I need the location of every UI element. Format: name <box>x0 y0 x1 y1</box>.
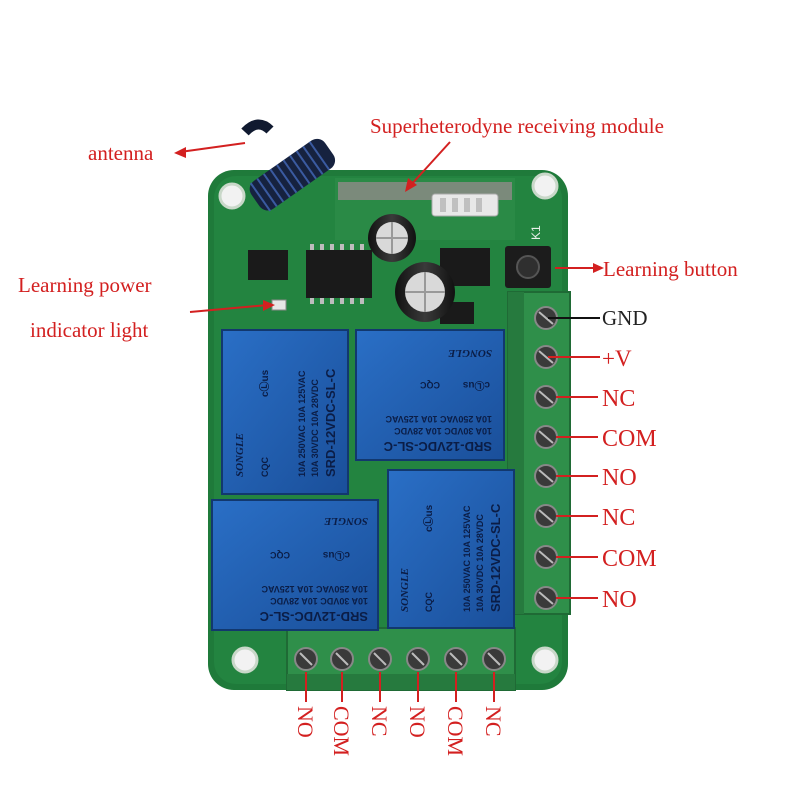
svg-text:cⓁus: cⓁus <box>322 549 350 562</box>
svg-text:10A 30VDC 10A 28VDC: 10A 30VDC 10A 28VDC <box>270 596 368 606</box>
arrowhead-learning-power <box>263 300 275 311</box>
right-terminal-label-6: NO <box>602 587 637 613</box>
bottom-screws <box>294 647 506 671</box>
bottom-terminal-label-6: NC <box>481 706 506 737</box>
screw-slot <box>373 652 387 666</box>
receiver-module <box>335 178 515 240</box>
svg-text:CQC: CQC <box>270 550 291 560</box>
screw-slot <box>487 652 501 666</box>
antenna-coil <box>241 119 336 212</box>
svg-text:10A 30VDC 10A 28VDC: 10A 30VDC 10A 28VDC <box>394 426 492 436</box>
svg-text:SRD-12VDC-SL-C: SRD-12VDC-SL-C <box>323 368 338 477</box>
relay-top-left: SRD-12VDC-SL-C 10A 30VDC 10A 28VDC 10A 2… <box>221 329 349 495</box>
svg-text:SONGLE: SONGLE <box>448 347 492 359</box>
svg-text:SRD-12VDC-SL-C: SRD-12VDC-SL-C <box>259 609 368 624</box>
bottom-terminal-label-3: NC <box>367 706 392 737</box>
silk-k1: K1 <box>529 225 543 240</box>
right-terminal-label-2: COM <box>602 426 657 452</box>
svg-text:SRD-12VDC-SL-C: SRD-12VDC-SL-C <box>383 439 492 454</box>
right-screws <box>534 306 558 610</box>
arrowhead-module <box>405 178 417 192</box>
arrowhead-antenna <box>174 147 186 158</box>
screw-slot <box>538 591 554 605</box>
screw-slot <box>299 652 313 666</box>
arrow-module <box>409 141 451 187</box>
svg-text:10A 30VDC 10A 28VDC: 10A 30VDC 10A 28VDC <box>475 514 485 612</box>
learning-button <box>505 246 551 288</box>
bottom-terminal-block <box>286 627 516 691</box>
arrow-antenna <box>179 142 246 153</box>
svg-text:SONGLE: SONGLE <box>234 433 246 477</box>
svg-text:cⓁus: cⓁus <box>462 379 490 392</box>
svg-text:cⓁus: cⓁus <box>422 504 435 532</box>
screw-slot <box>335 652 349 666</box>
right-terminal-label-1: NC <box>602 386 635 412</box>
screw-slot <box>449 652 463 666</box>
label-antenna: antenna <box>88 141 154 165</box>
screw-slot <box>538 390 554 404</box>
label-learning-power-2: indicator light <box>30 318 149 342</box>
screw-slot <box>538 350 554 364</box>
bottom-terminal-label-1: NO <box>293 706 318 738</box>
right-terminal-label-3: NO <box>602 465 637 491</box>
mounting-holes <box>218 172 559 674</box>
relay-top-right: SRD-12VDC-SL-C 10A 30VDC 10A 28VDC 10A 2… <box>355 329 505 461</box>
right-terminal-label-5: COM <box>602 546 657 572</box>
svg-text:CQC: CQC <box>260 457 270 478</box>
svg-text:10A 250VAC 10A 125VAC: 10A 250VAC 10A 125VAC <box>462 505 472 612</box>
screw-slot <box>538 509 554 523</box>
label-gnd: GND <box>602 306 648 330</box>
capacitors <box>368 214 455 322</box>
svg-text:10A 250VAC 10A 125VAC: 10A 250VAC 10A 125VAC <box>261 584 368 594</box>
relay-bottom-right: SRD-12VDC-SL-C 10A 30VDC 10A 28VDC 10A 2… <box>387 469 515 629</box>
bottom-terminal-labels: NO COM NC NO COM NC <box>293 672 506 756</box>
svg-text:SONGLE: SONGLE <box>399 568 411 612</box>
relay-bottom-left: SRD-12VDC-SL-C 10A 30VDC 10A 28VDC 10A 2… <box>211 499 379 631</box>
label-vplus: +V <box>602 346 632 371</box>
bottom-terminal-label-2: COM <box>329 706 354 756</box>
svg-text:cⓁus: cⓁus <box>258 369 271 397</box>
label-learning-button: Learning button <box>603 257 738 281</box>
label-module: Superheterodyne receiving module <box>370 114 664 138</box>
svg-text:SRD-12VDC-SL-C: SRD-12VDC-SL-C <box>488 503 503 612</box>
svg-text:10A 30VDC 10A 28VDC: 10A 30VDC 10A 28VDC <box>310 379 320 477</box>
screw-slot <box>411 652 425 666</box>
screw-slot <box>538 311 554 325</box>
arrowhead-learning-button <box>593 263 604 273</box>
bottom-terminal-label-4: NO <box>405 706 430 738</box>
svg-text:SONGLE: SONGLE <box>324 515 368 527</box>
arrow-learning-power <box>189 304 269 313</box>
right-terminal-labels: NC COM NO NC COM NO <box>556 386 657 613</box>
screw-slot <box>538 550 554 564</box>
label-learning-power-1: Learning power <box>18 273 152 297</box>
screw-slot <box>538 469 554 483</box>
svg-text:CQC: CQC <box>424 592 434 613</box>
screw-slot <box>538 430 554 444</box>
svg-text:CQC: CQC <box>420 380 441 390</box>
svg-text:10A 250VAC 10A 125VAC: 10A 250VAC 10A 125VAC <box>297 370 307 477</box>
bottom-terminal-label-5: COM <box>443 706 468 756</box>
svg-text:10A 250VAC 10A 125VAC: 10A 250VAC 10A 125VAC <box>385 414 492 424</box>
right-terminal-label-4: NC <box>602 505 635 531</box>
